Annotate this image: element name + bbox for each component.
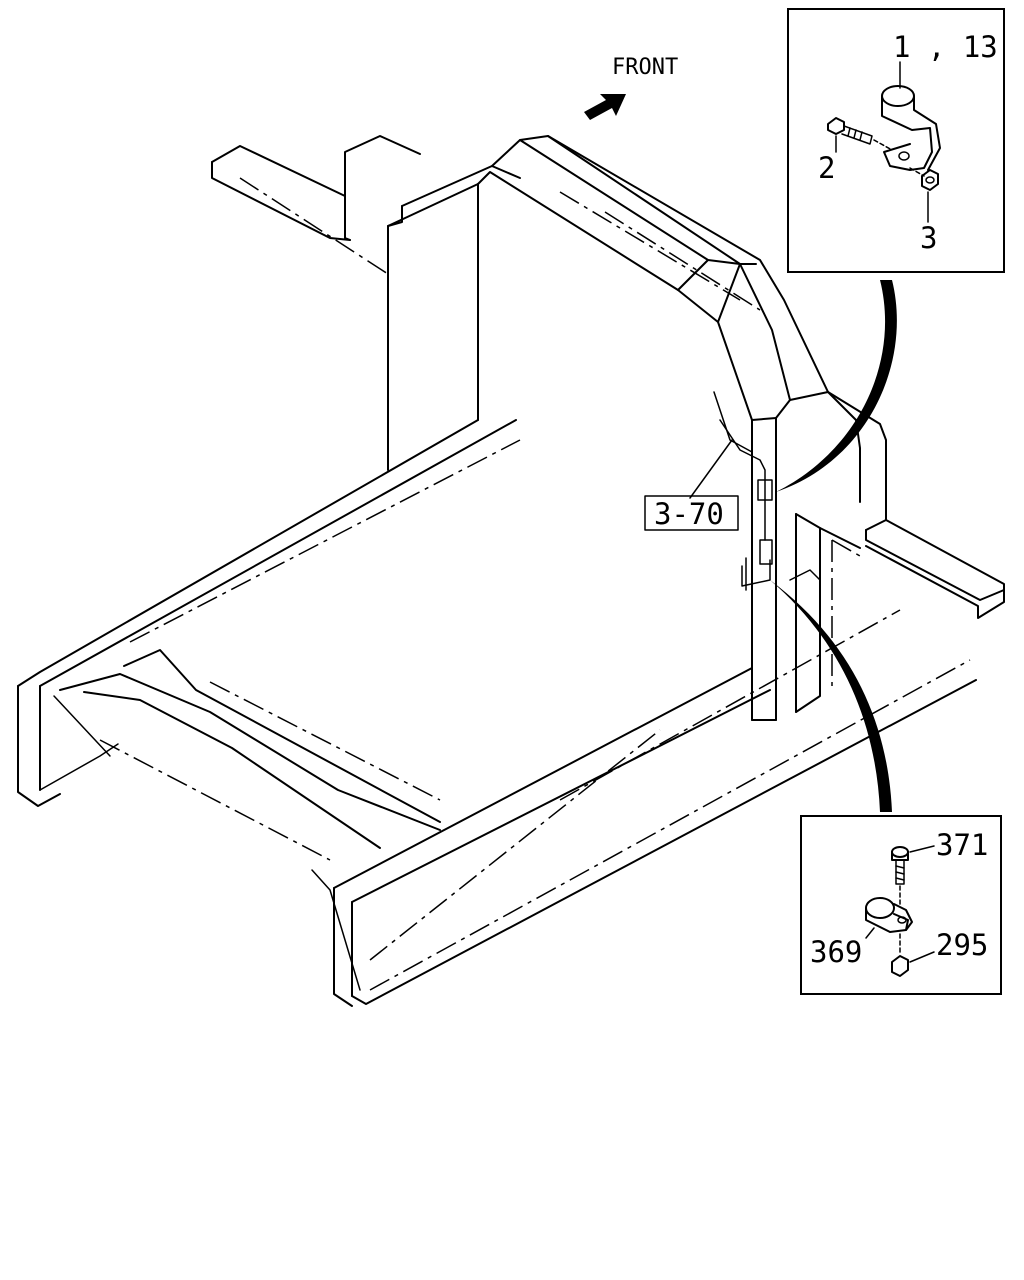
left-rail — [17, 419, 521, 807]
rear-cross-member — [211, 135, 421, 275]
hose-clamp-upper — [757, 479, 773, 501]
nut-label: 295 — [936, 928, 988, 962]
upper-inset: 1 , 13 2 3 — [787, 8, 1005, 273]
arched-frame — [477, 135, 1005, 721]
bolt-label: 371 — [936, 828, 988, 862]
front-cross-member — [59, 649, 441, 861]
front-arrow-icon — [584, 94, 626, 120]
vertical-post — [387, 165, 521, 471]
lower-inset: 371 369 295 — [800, 815, 1002, 995]
nut-icon — [909, 167, 939, 191]
nut-icon — [891, 933, 909, 977]
clip-label: 369 — [810, 935, 862, 969]
nut-label: 3 — [920, 221, 937, 255]
bolt-label: 2 — [818, 151, 835, 185]
front-label: FRONT — [612, 55, 678, 80]
reference-callout: 3-70 — [644, 439, 739, 531]
bolt-icon — [827, 117, 893, 151]
bolt-icon — [891, 846, 909, 905]
clip-icon — [865, 897, 913, 933]
hose-fitting — [759, 539, 773, 565]
reference-label: 3-70 — [654, 497, 724, 531]
clamp-label: 1 , 13 — [893, 30, 998, 64]
clamp-icon — [881, 85, 941, 171]
hose-routing — [713, 391, 773, 591]
front-direction-indicator: FRONT — [584, 55, 678, 120]
leader-curves — [770, 280, 897, 812]
